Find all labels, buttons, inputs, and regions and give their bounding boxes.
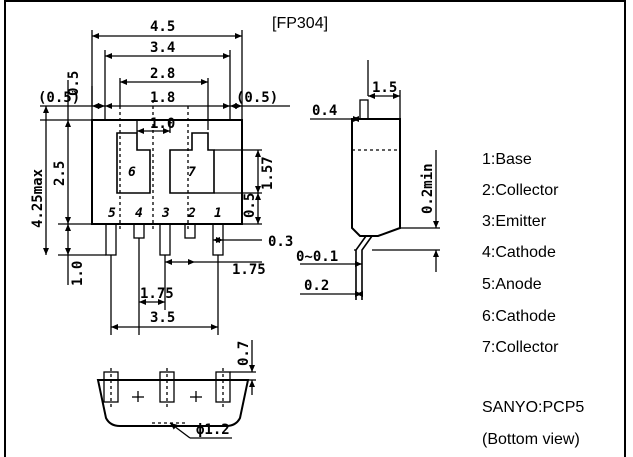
dim-side-offset: 0.4 — [312, 103, 337, 119]
dim-bottom-height: 0.7 — [236, 341, 252, 366]
dim-pad-span: 2.8 — [150, 66, 175, 82]
pad-7 — [169, 132, 215, 194]
lead-2 — [184, 223, 196, 239]
dim-clearance: 0.2min — [420, 163, 436, 214]
pin-label-4: 4 — [135, 206, 143, 221]
pin-label-2: 2 — [187, 206, 196, 221]
view-note: (Bottom view) — [482, 431, 580, 448]
dim-side-thickness: 1.5 — [372, 80, 397, 96]
dim-lead-span: 3.5 — [150, 310, 175, 326]
package-name: SANYO:PCP5 — [482, 399, 585, 416]
side-body — [351, 118, 401, 237]
package-code: [FP304] — [272, 15, 328, 32]
legend-item: 4:Cathode — [482, 244, 556, 261]
dim-hole-diameter: ϕ1.2 — [196, 422, 230, 438]
legend-item: 3:Emitter — [482, 213, 547, 230]
pin-label-5: 5 — [108, 206, 116, 221]
dim-lead-width: 0.3 — [268, 234, 293, 250]
pin-label-3: 3 — [161, 206, 170, 221]
dim-body-height: 2.5 — [52, 161, 68, 186]
dim-overhang-right: (0.5) — [236, 90, 278, 106]
legend-item: 2:Collector — [482, 182, 559, 199]
dim-pad-height: 1.57 — [260, 156, 276, 190]
legend-item: 6:Cathode — [482, 308, 556, 325]
dim-lower-gap: 0.5 — [242, 193, 258, 218]
dim-lead-spacing-inner: 1.75 — [140, 286, 174, 302]
dim-standoff: 0~0.1 — [296, 249, 338, 265]
legend-item: 1:Base — [482, 151, 532, 168]
pad-label-6: 6 — [128, 165, 136, 180]
pad-label-7: 7 — [188, 165, 196, 180]
dim-pad-pitch: 1.8 — [150, 90, 175, 106]
lead-4 — [133, 223, 145, 239]
dim-overall-width: 4.5 — [150, 19, 175, 35]
dim-lead-length: 1.0 — [70, 261, 86, 286]
dim-lead-spacing: 1.75 — [232, 262, 266, 278]
dim-pad-width: 1.0 — [150, 116, 175, 132]
pad-6 — [116, 132, 151, 194]
dim-overhang-left: (0.5) — [38, 90, 80, 106]
dim-height-max: 4.25max — [30, 168, 46, 228]
lead-5 — [105, 223, 117, 256]
dim-lead-thickness: 0.2 — [304, 278, 329, 294]
dim-inner-width: 3.4 — [150, 40, 175, 56]
legend-item: 7:Collector — [482, 339, 559, 356]
dim-top-margin: 0.5 — [66, 71, 82, 96]
pin-label-1: 1 — [214, 206, 222, 221]
legend-item: 5:Anode — [482, 276, 542, 293]
lead-3 — [159, 223, 171, 256]
drawing-frame — [4, 0, 626, 457]
bottom-body — [96, 379, 250, 427]
